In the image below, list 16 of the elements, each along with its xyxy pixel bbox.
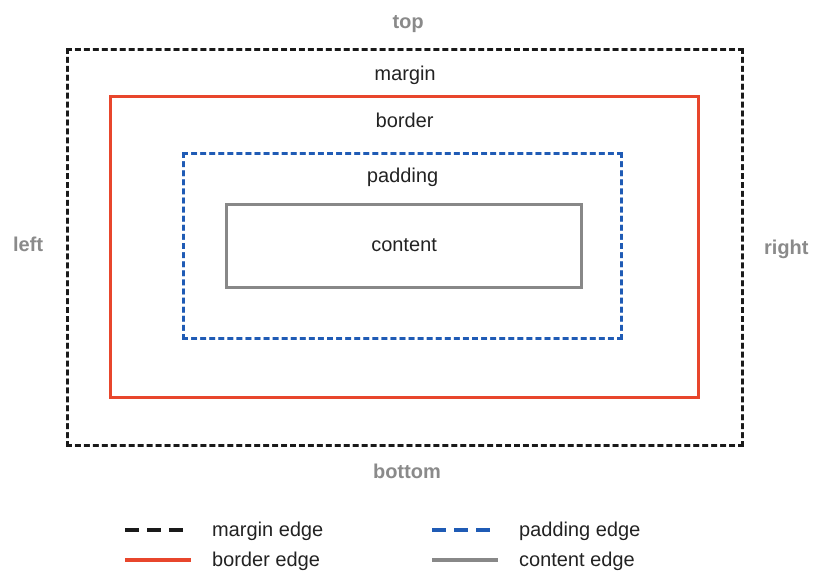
- legend-label: content edge: [519, 548, 635, 572]
- box-label: content: [371, 234, 437, 257]
- side-label: bottom: [373, 460, 441, 484]
- padding-box: [182, 152, 623, 340]
- legend-label: padding edge: [519, 518, 640, 542]
- box-label: padding: [366, 165, 438, 188]
- border-box: [109, 95, 700, 399]
- legend-label: border edge: [212, 548, 320, 572]
- side-label: top: [392, 10, 424, 34]
- box-label: margin: [374, 63, 436, 86]
- legend-label: margin edge: [212, 518, 324, 542]
- side-label: left: [13, 234, 43, 256]
- box-label: border: [376, 110, 434, 133]
- side-label: right: [764, 236, 808, 260]
- content-box: [225, 203, 583, 289]
- margin-box: [66, 48, 744, 447]
